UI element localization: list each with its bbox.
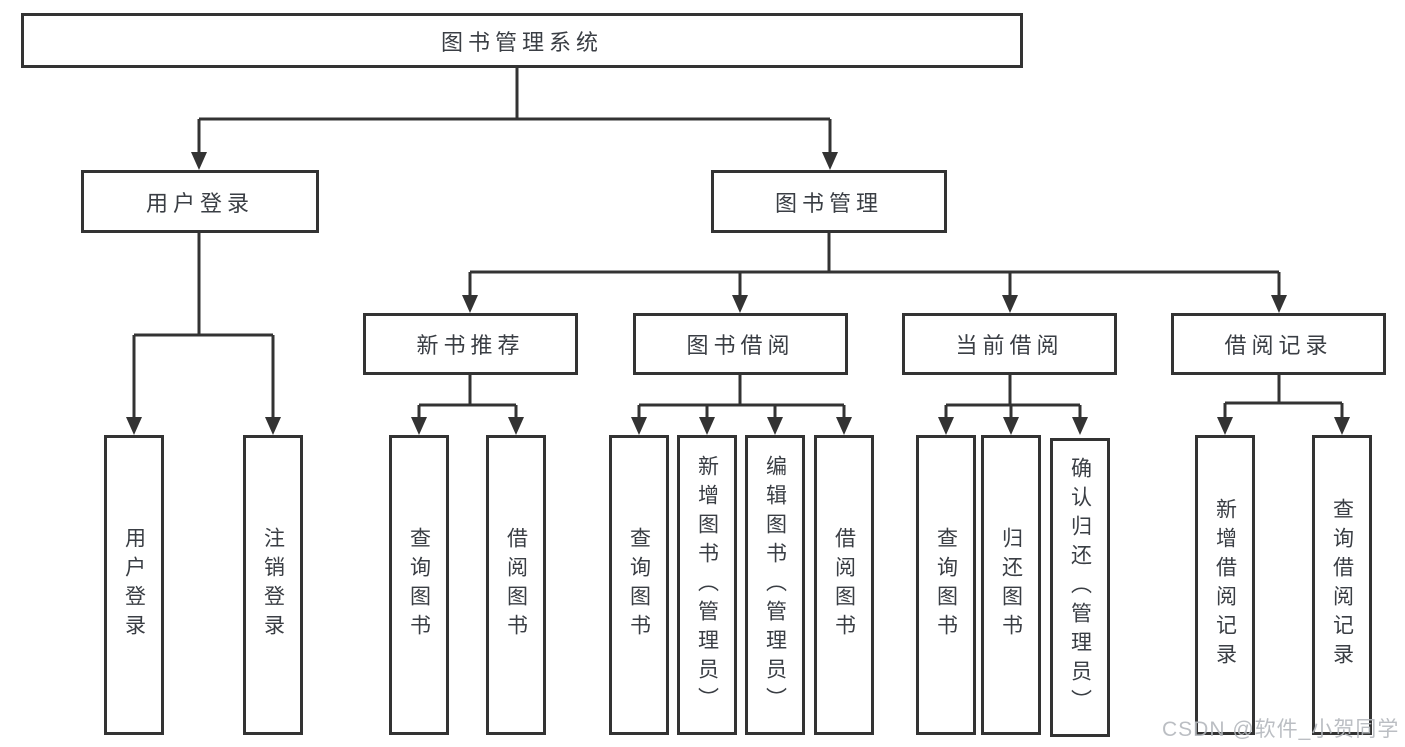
node-label: 借阅图书 (504, 527, 528, 643)
node-borrowing-records: 借阅记录 (1171, 313, 1386, 375)
node-label: 注销登录 (261, 527, 285, 643)
node-label: 查询图书 (407, 527, 431, 643)
node-leaf-query-borrow-record: 查询借阅记录 (1312, 435, 1372, 735)
arrow-stems (132, 119, 1344, 421)
node-leaf-edit-books-admin: 编辑图书（管理员） (745, 435, 805, 735)
node-label: 当前借阅 (955, 333, 1064, 358)
node-label: 借阅记录 (1224, 333, 1333, 358)
node-label: 编辑图书（管理员） (763, 454, 787, 716)
node-label: 图书管理系统 (440, 29, 603, 55)
csdn-watermark: CSDN @软件_小贺同学 (1162, 718, 1400, 741)
node-label: 确认归还（管理员） (1068, 457, 1092, 718)
node-label: 图书借阅 (686, 333, 795, 358)
node-leaf-query-books-1: 查询图书 (389, 435, 449, 735)
node-new-book-recommend: 新书推荐 (363, 313, 578, 375)
node-book-management: 图书管理 (711, 170, 947, 233)
node-label: 用户登录 (122, 527, 146, 643)
node-leaf-borrow-books-1: 借阅图书 (486, 435, 546, 735)
node-book-borrowing: 图书借阅 (633, 313, 848, 375)
node-label: 查询图书 (627, 527, 651, 643)
node-label: 图书管理 (774, 190, 883, 216)
node-leaf-query-books-3: 查询图书 (916, 435, 976, 735)
node-library-management-system: 图书管理系统 (21, 13, 1023, 68)
node-label: 新增图书（管理员） (695, 454, 719, 716)
node-leaf-add-books-admin: 新增图书（管理员） (677, 435, 737, 735)
node-label: 新书推荐 (416, 333, 525, 358)
node-user-login: 用户登录 (81, 170, 319, 233)
tree-lines (134, 68, 1342, 407)
node-label: 查询借阅记录 (1330, 498, 1354, 672)
node-leaf-return-books: 归还图书 (981, 435, 1041, 735)
node-leaf-add-borrow-record: 新增借阅记录 (1195, 435, 1255, 735)
node-leaf-logout: 注销登录 (243, 435, 303, 735)
node-label: 新增借阅记录 (1213, 498, 1237, 672)
node-label: 用户登录 (145, 190, 254, 216)
node-leaf-borrow-books-2: 借阅图书 (814, 435, 874, 735)
node-label: 借阅图书 (832, 527, 856, 643)
node-label: 查询图书 (934, 527, 958, 643)
node-leaf-user-login: 用户登录 (104, 435, 164, 735)
node-leaf-query-books-2: 查询图书 (609, 435, 669, 735)
node-current-borrowing: 当前借阅 (902, 313, 1117, 375)
node-label: 归还图书 (999, 527, 1023, 643)
node-leaf-confirm-return-admin: 确认归还（管理员） (1050, 438, 1110, 737)
